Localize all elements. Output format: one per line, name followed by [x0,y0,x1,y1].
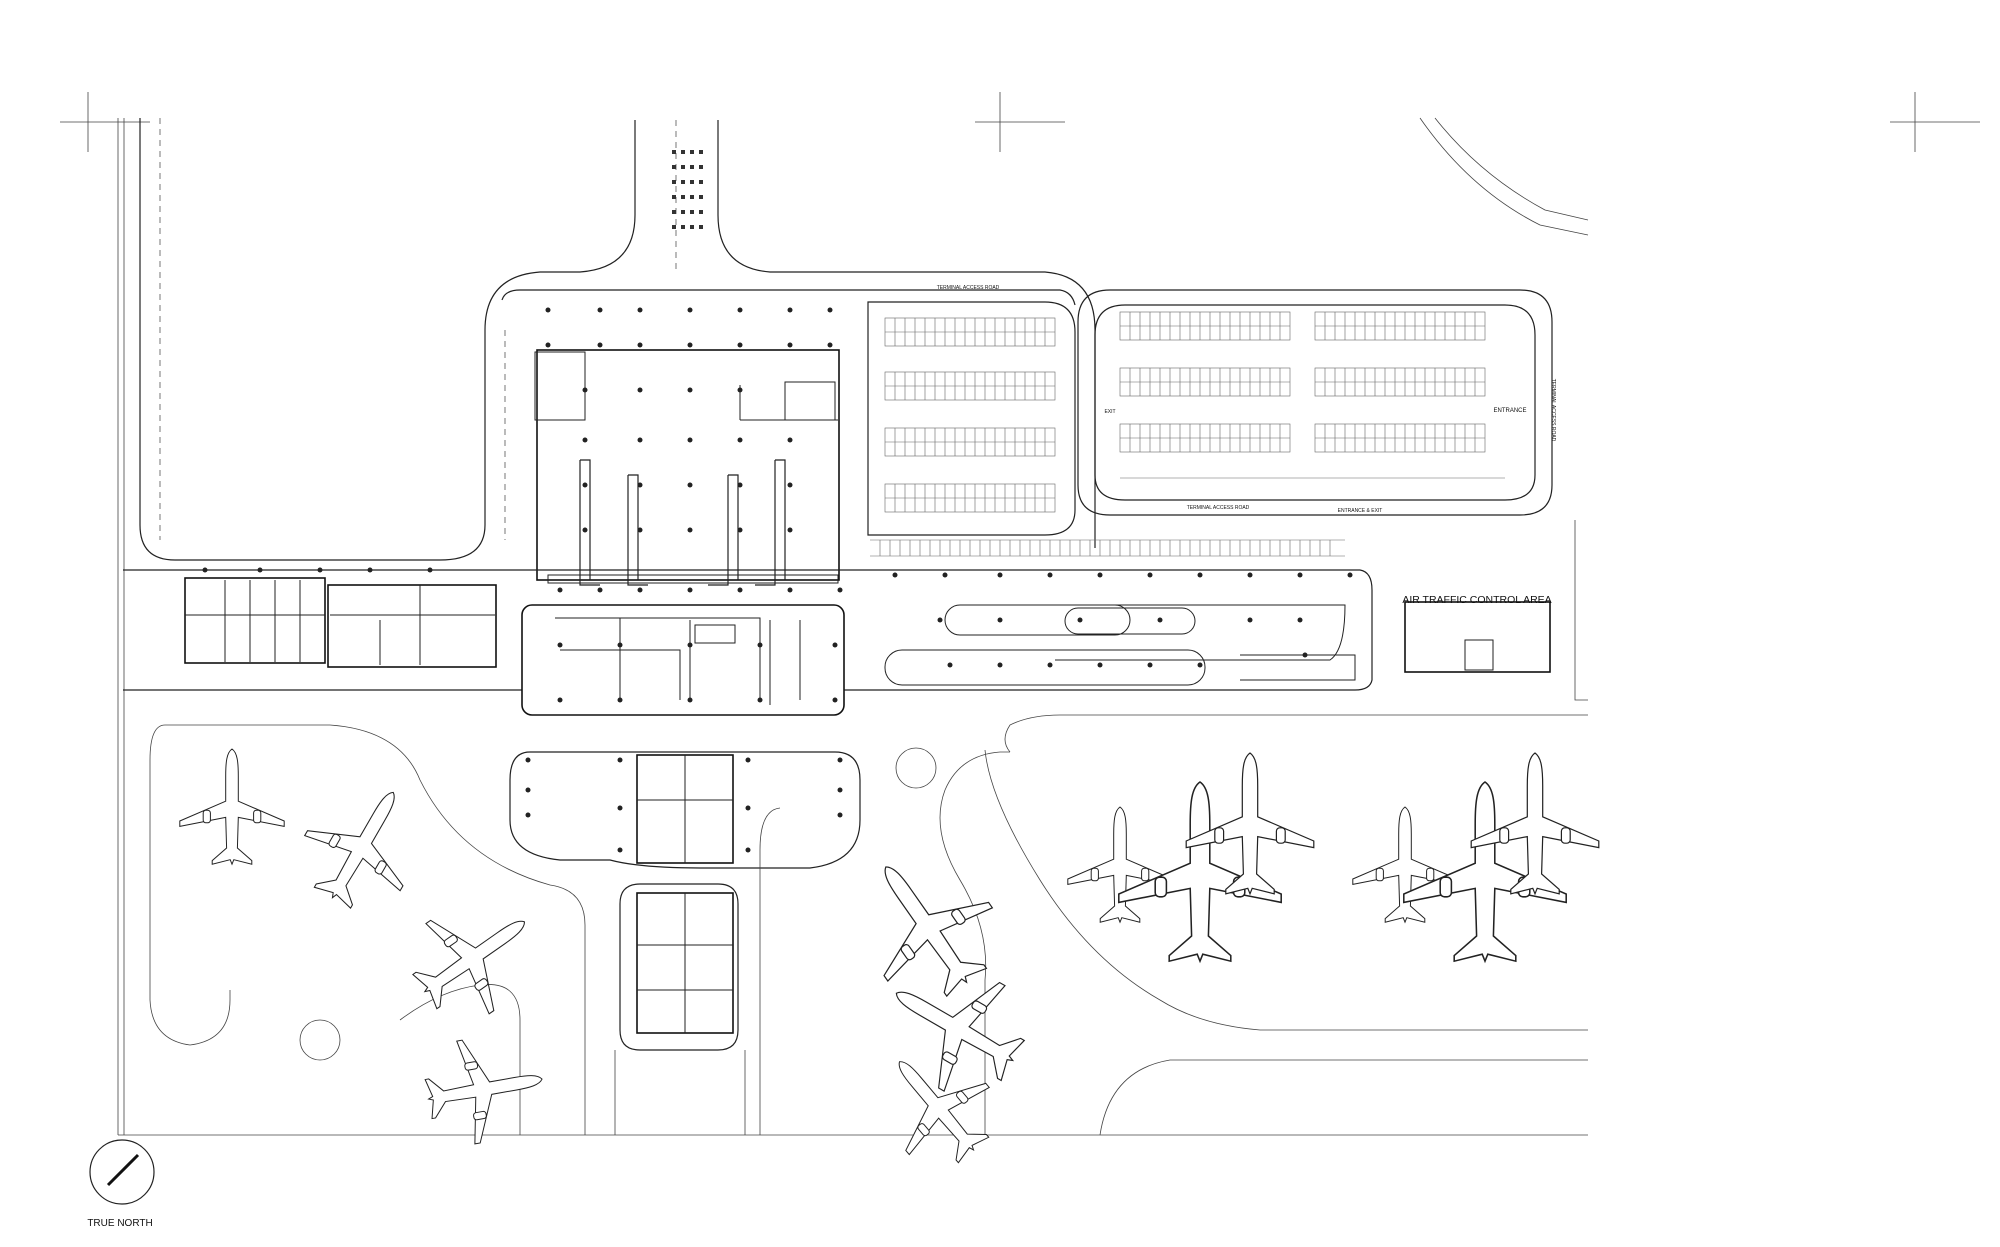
road-label-bottom: TERMINAL ACCESS ROAD [1187,505,1250,511]
road-label-top: TERMINAL ACCESS ROAD [937,285,1000,291]
atc-label: AIR TRAFFIC CONTROL AREA [1402,594,1551,606]
terminal-landside [534,307,840,586]
apron-taxiways [149,714,1588,1136]
aircraft-stands [179,748,1600,1185]
north-east-road [1419,117,1589,236]
car-park-east [1077,289,1553,516]
entrance-label: ENTRANCE [1493,408,1526,414]
north-arrow-icon [89,1139,155,1205]
pier-two [399,883,746,1135]
true-north-label: TRUE NORTH [87,1218,152,1229]
aircraft-icon [284,764,442,926]
exit-label: EXIT [1104,409,1115,415]
aircraft-icon [419,1027,552,1151]
pier-one [509,751,861,869]
aircraft-icon [392,876,557,1038]
access-road [139,118,1096,561]
entrance-exit-label: ENTRANCE & EXIT [1338,508,1383,514]
car-park-west [867,301,1345,557]
aircraft-icon [1067,806,1173,923]
aircraft-icon [1352,806,1458,923]
road-label-right: TERMINAL ACCESS ROAD [1550,379,1556,442]
terminal-concourse [123,567,1373,716]
site-boundary [117,118,1588,1136]
aircraft-icon [179,748,285,865]
registration-marks [60,92,1980,152]
air-traffic-control-area: AIR TRAFFIC CONTROL AREA [1402,520,1588,701]
